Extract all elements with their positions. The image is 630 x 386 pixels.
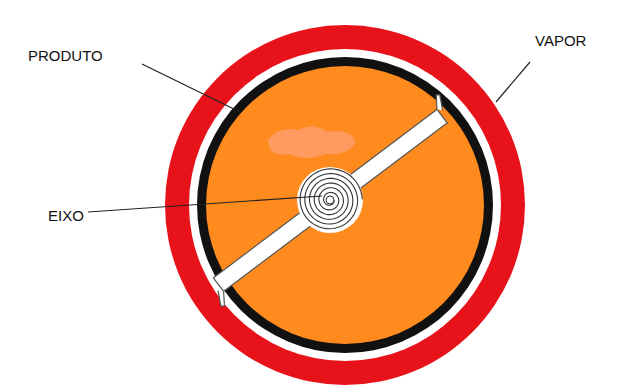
steam-jacket	[165, 25, 525, 385]
cylinder-wall	[197, 57, 493, 353]
part-label: VAPOR	[535, 33, 586, 48]
leader-line	[88, 196, 322, 212]
product-highlight	[268, 126, 356, 158]
leader-line	[496, 62, 530, 102]
shaft-hub	[297, 167, 363, 233]
leader-line	[142, 64, 240, 112]
product-space	[206, 66, 484, 344]
part-label: EIXO	[48, 208, 84, 223]
shaft-spiral	[300, 169, 362, 229]
shaft-core	[326, 196, 334, 204]
part-label: PRODUTO	[28, 48, 103, 63]
jacket-gap	[189, 49, 501, 361]
scraper-blade	[197, 93, 463, 307]
